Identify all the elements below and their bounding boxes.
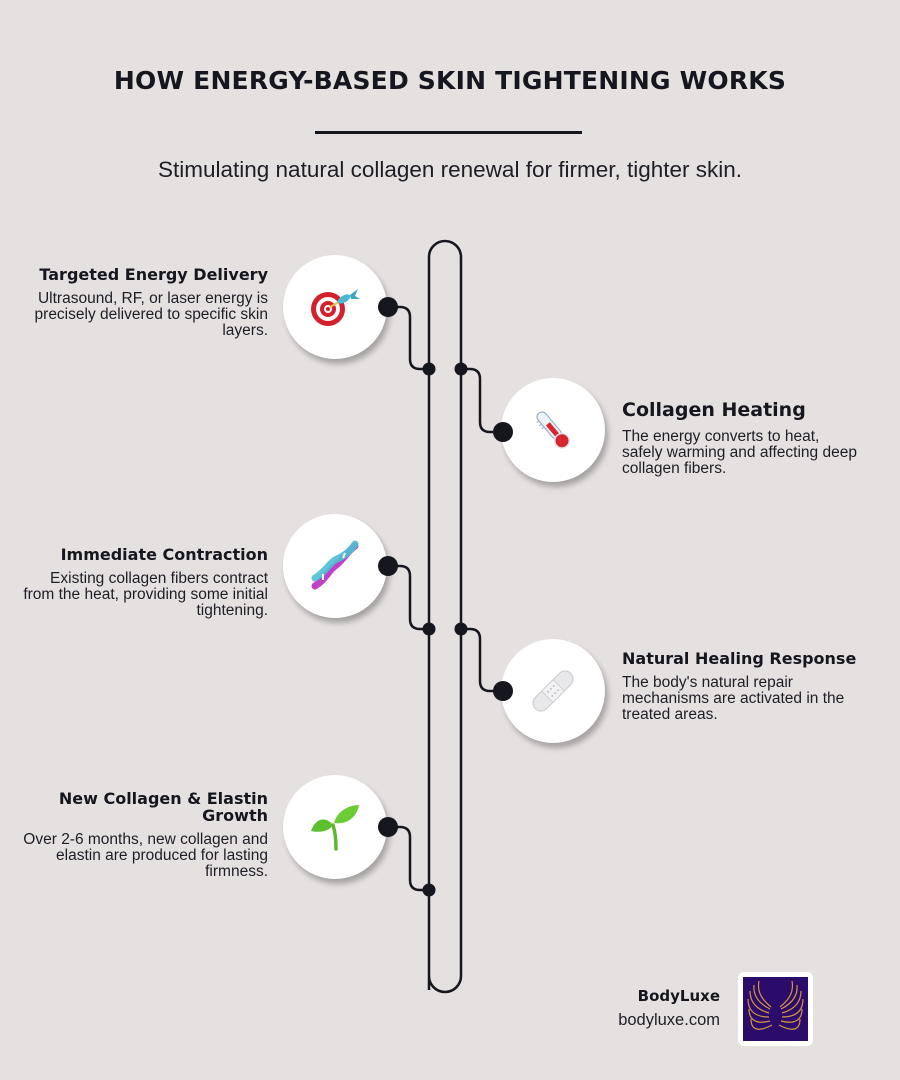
step-title: Natural Healing Response — [622, 649, 857, 668]
brand-block: BodyLuxe bodyluxe.com — [618, 987, 720, 1030]
step-targeted-energy-delivery: Targeted Energy Delivery Ultrasound, RF,… — [18, 266, 268, 339]
step-description: Over 2-6 months, new collagen and elasti… — [23, 831, 268, 880]
brand-name: BodyLuxe — [637, 987, 720, 1005]
step-title: New Collagen & Elastin Growth — [58, 789, 268, 825]
step-3-icon-circle — [283, 514, 387, 618]
bandage-icon — [532, 670, 574, 712]
page-subtitle: Stimulating natural collagen renewal for… — [157, 157, 743, 182]
step-title: Targeted Energy Delivery — [39, 265, 268, 284]
step-title: Collagen Heating — [622, 399, 806, 421]
dna-icon — [311, 540, 359, 590]
step-description: Existing collagen fibers contract from t… — [23, 570, 268, 619]
step-description: The energy converts to heat, safely warm… — [622, 428, 857, 477]
target-dart-icon — [311, 289, 360, 326]
brand-logo — [738, 972, 813, 1046]
page-title: HOW ENERGY-BASED SKIN TIGHTENING WORKS — [113, 66, 787, 95]
title-divider — [315, 131, 582, 134]
step-collagen-heating: Collagen Heating The energy converts to … — [622, 400, 862, 477]
step-description: The body's natural repair mechanisms are… — [622, 674, 845, 723]
step-description: Ultrasound, RF, or laser energy is preci… — [34, 290, 268, 339]
step-title: Immediate Contraction — [60, 545, 268, 564]
golden-wings-logo-icon — [743, 977, 808, 1041]
step-2-icon-circle — [501, 378, 605, 482]
step-1-icon-circle — [283, 255, 387, 359]
brand-url[interactable]: bodyluxe.com — [618, 1011, 720, 1029]
step-new-collagen-elastin-growth: New Collagen & Elastin Growth Over 2-6 m… — [18, 790, 268, 880]
step-4-icon-circle — [501, 639, 605, 743]
step-immediate-contraction: Immediate Contraction Existing collagen … — [18, 546, 268, 619]
step-5-icon-circle — [283, 775, 387, 879]
step-natural-healing-response: Natural Healing Response The body's natu… — [622, 650, 862, 723]
thermometer-icon — [536, 411, 570, 449]
seedling-icon — [311, 805, 359, 851]
